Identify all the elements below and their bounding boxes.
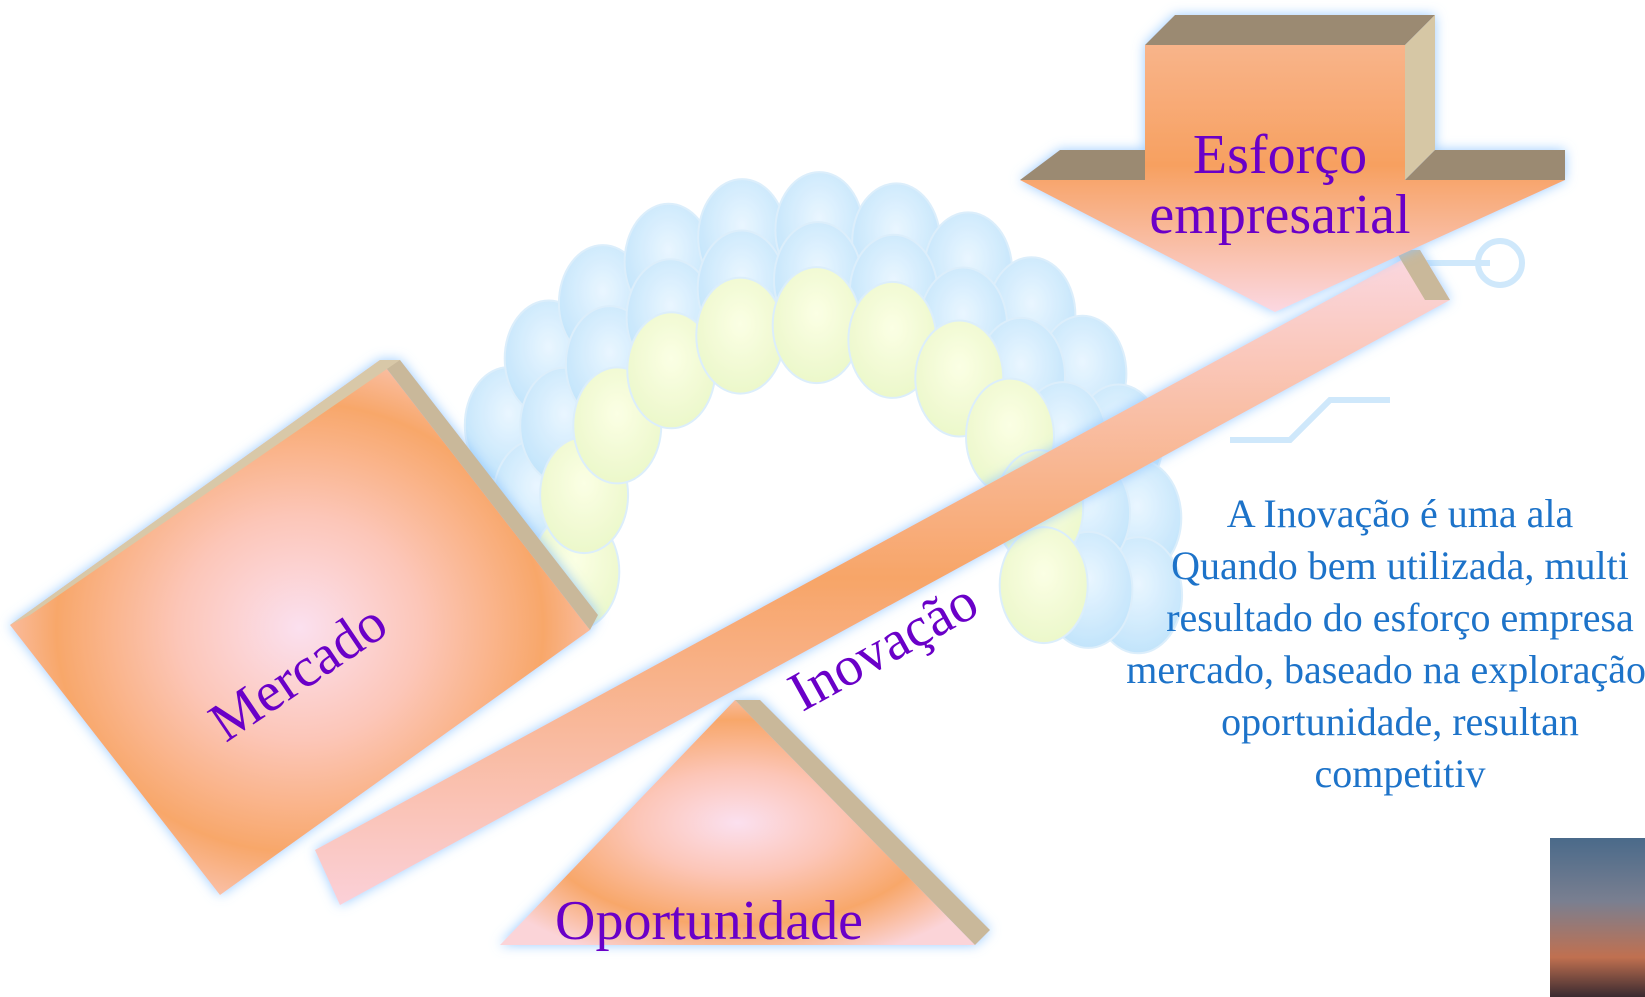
esforco-arrow — [1020, 15, 1565, 312]
description-line: Quando bem utilizada, multi — [1171, 543, 1629, 588]
description-line: resultado do esforço empresa — [1166, 595, 1634, 640]
esforco-empresarial-label: Esforço empresarial — [1149, 124, 1411, 246]
bubble — [998, 526, 1089, 645]
bubble — [771, 266, 862, 385]
description-line: oportunidade, resultan — [1221, 699, 1579, 744]
inovacao-beam — [315, 250, 1450, 905]
decorative-bubble-arch — [435, 171, 1184, 655]
mercado-box — [10, 360, 598, 895]
description-text: A Inovação é uma ala Quando bem utilizad… — [900, 488, 1645, 800]
decorative-circuit-lines — [1230, 238, 1525, 443]
description-line: mercado, baseado na exploração c — [1126, 647, 1645, 692]
thumbnail-image — [1550, 838, 1645, 997]
description-line: A Inovação é uma ala — [1226, 491, 1574, 536]
bubble — [695, 276, 786, 395]
oportunidade-fulcrum — [500, 700, 990, 945]
description-line: competitiv — [1314, 751, 1486, 796]
oportunidade-label: Oportunidade — [555, 890, 863, 952]
